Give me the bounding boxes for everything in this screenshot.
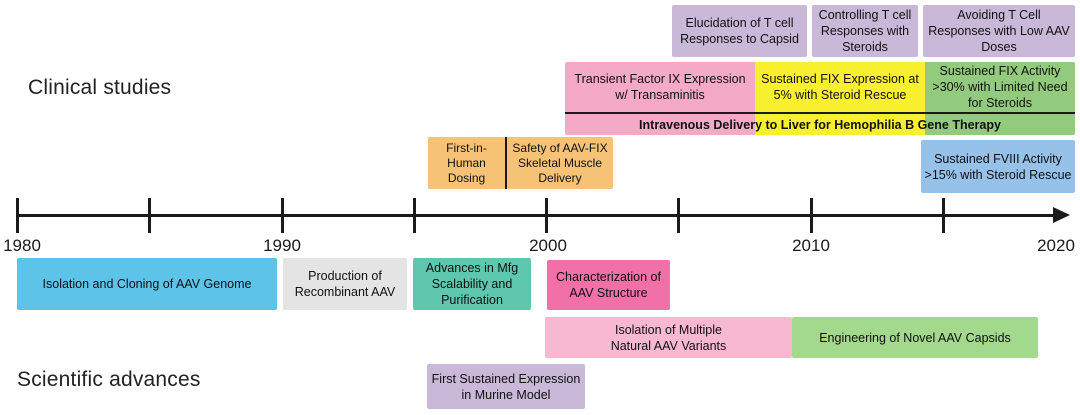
axis-year-label-1990: 1990 (263, 236, 301, 255)
axis-tick-1980 (16, 198, 19, 233)
event-first-sustained-expression-murine: First Sustained Expression in Murine Mod… (427, 364, 585, 409)
axis-year-label-2010: 2010 (792, 236, 830, 255)
event-production-recombinant-aav: Production of Recombinant AAV (283, 258, 407, 310)
strip-divider-line (565, 112, 1075, 114)
event-elucidation-t-cell-responses: Elucidation of T cell Responses to Capsi… (672, 5, 807, 57)
timeline-axis (17, 214, 1055, 217)
axis-tick-2005 (677, 198, 680, 233)
event-advances-mfg-scalability: Advances in Mfg Scalability and Purifica… (413, 258, 531, 310)
clinical-studies-label: Clinical studies (28, 76, 172, 99)
axis-year-label-2020: 2020 (1037, 236, 1075, 255)
timeline-arrowhead-icon (1053, 207, 1070, 223)
axis-tick-2010 (810, 198, 813, 233)
scientific-advances-label: Scientific advances (17, 368, 201, 391)
axis-tick-1990 (281, 198, 284, 233)
axis-year-label-2000: 2000 (529, 236, 567, 255)
muscle-delivery-block: First-in-Human Dosing Safety of AAV-FIX … (428, 137, 613, 189)
event-sustained-fix-5pct: Sustained FIX Expression at 5% with Ster… (761, 72, 919, 102)
segment-sustained-fix-30pct (925, 62, 1075, 135)
event-safety-aav-fix-muscle: Safety of AAV-FIX Skeletal Muscle Delive… (512, 140, 608, 185)
event-characterization-aav-structure: Characterization of AAV Structure (547, 260, 670, 310)
axis-tick-1985 (148, 198, 151, 233)
segment-sustained-fix-5pct (755, 62, 925, 135)
axis-tick-1995 (413, 198, 416, 233)
event-transient-fix-expression: Transient Factor IX Expression w/ Transa… (574, 72, 746, 102)
axis-tick-2000 (545, 198, 548, 233)
event-engineering-novel-aav-capsids: Engineering of Novel AAV Capsids (792, 317, 1038, 358)
axis-year-label-1980: 1980 (3, 236, 41, 255)
event-isolation-natural-aav-variants: Isolation of Multiple Natural AAV Varian… (545, 317, 792, 358)
event-controlling-t-cell-responses: Controlling T cell Responses with Steroi… (812, 5, 918, 57)
liver-delivery-block: Transient Factor IX Expression w/ Transa… (565, 62, 1075, 135)
event-isolation-cloning-aav-genome: Isolation and Cloning of AAV Genome (17, 258, 277, 310)
event-avoiding-t-cell-responses: Avoiding T Cell Responses with Low AAV D… (923, 5, 1075, 57)
segment-transient-fix (565, 62, 755, 135)
event-first-in-human-dosing: First-in-Human Dosing (446, 140, 487, 185)
event-sustained-fix-30pct: Sustained FIX Activity >30% with Limited… (932, 64, 1068, 110)
axis-tick-2015 (942, 198, 945, 233)
orange-divider-line (505, 137, 507, 189)
event-sustained-fviii-activity: Sustained FVIII Activity >15% with Stero… (921, 140, 1075, 193)
intravenous-delivery-strip-label: Intravenous Delivery to Liver for Hemoph… (639, 117, 1001, 132)
